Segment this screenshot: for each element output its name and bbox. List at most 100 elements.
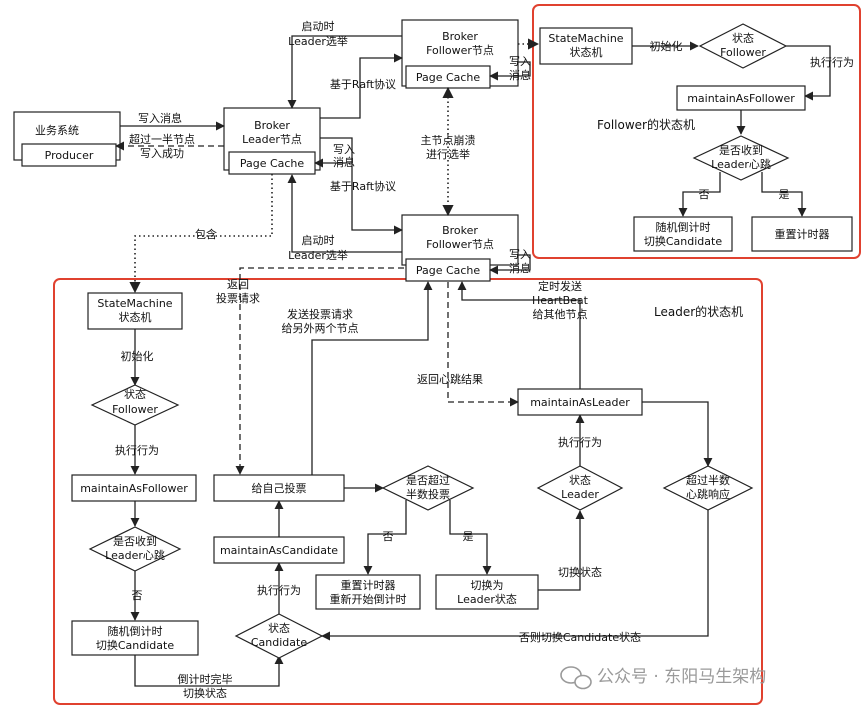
- follower-broker-top-label-1: Broker: [442, 30, 478, 43]
- follower-top-page-cache-label: Page Cache: [416, 71, 481, 84]
- leader-sm-vote-self-box: [213, 474, 345, 502]
- follower-top-write-loop-arrow: [489, 61, 531, 81]
- follower-bottom-write-loop-arrow: [489, 254, 531, 275]
- leader-sm-exec-label: 执行行为: [115, 443, 159, 457]
- leader-sm-switch-state-arrow: [538, 510, 585, 591]
- start-election-bottom-label-2: Leader选举: [288, 248, 348, 262]
- follower-sm-state-label-1: 状态: [732, 31, 754, 45]
- leader-sm-state-leader-diamond: [536, 465, 624, 511]
- write-message-label: 写入消息: [138, 111, 182, 125]
- follower-broker-top-label-2: Follower节点: [426, 44, 494, 57]
- follower-sm-exec-arrow: [786, 45, 831, 101]
- leader-sm-heartbeat-label-2: HeartBeat: [532, 294, 589, 307]
- leader-sm-recv-label-1: 是否收到: [113, 534, 157, 548]
- leader-sm-random-countdown-box: [71, 620, 199, 656]
- leader-sm-countdown-label-1: 倒计时完毕: [178, 672, 233, 686]
- follower-sm-recv-label-2: Leader心跳: [711, 157, 771, 171]
- leader-sm-half-heartbeat-label-1: 超过半数: [686, 473, 730, 487]
- leader-sm-countdown-label-2: 切换状态: [183, 686, 227, 700]
- crash-election-label-1: 主节点崩溃: [421, 133, 476, 147]
- leader-sm-half-vote-label-1: 是否超过: [406, 473, 450, 487]
- follower-sm-recv-heartbeat-diamond: [692, 135, 790, 181]
- leader-write-label-2: 消息: [333, 155, 355, 169]
- leader-broker-label-1: Broker: [254, 119, 290, 132]
- follower-sm-state-follower-diamond: [698, 23, 788, 69]
- leader-sm-maintain-leader-label: maintainAsLeader: [530, 396, 630, 409]
- wechat-icon: [560, 666, 592, 690]
- leader-sm-else-candidate-arrow: [321, 510, 709, 641]
- leader-sm-maintain-candidate-label: maintainAsCandidate: [220, 544, 338, 557]
- contains-link: [129, 174, 273, 294]
- leader-sm-maintain-follower-box: [71, 474, 197, 502]
- start-election-bottom-label-1: 启动时: [302, 234, 335, 247]
- follower-sm-state-machine-label-1: StateMachine: [548, 32, 623, 45]
- producer-box: [21, 143, 117, 167]
- follower-sm-maintain-box: [676, 85, 806, 111]
- start-election-bottom-arrow: [287, 174, 402, 253]
- leader-sm-return-vote-arrow: [235, 267, 404, 475]
- contains-label: 包含: [195, 227, 217, 241]
- start-election-top-arrow: [287, 35, 402, 109]
- leader-sm-send-vote-label-2: 给另外两个节点: [282, 322, 359, 335]
- follower-sm-exec-label: 执行行为: [810, 55, 854, 69]
- leader-sm-leader-to-check-arrow: [642, 401, 713, 467]
- follower-bottom-write-label-1: 写入: [509, 248, 531, 261]
- leader-sm-state-machine-label-1: StateMachine: [97, 297, 172, 310]
- leader-sm-half-vote-yes-arrow: [449, 500, 492, 575]
- crash-election-label-2: 进行选举: [426, 147, 470, 161]
- follower-sm-yes-label: 是: [779, 188, 790, 201]
- follower-sm-recv-label-1: 是否收到: [719, 143, 763, 157]
- leader-sm-return-vote-label-1: 返回: [227, 278, 249, 291]
- leader-sm-heartbeat-label-3: 给其他节点: [533, 308, 588, 321]
- leader-sm-half-vote-yes-label: 是: [463, 530, 474, 543]
- leader-sm-maintain-candidate-box: [213, 536, 345, 564]
- leader-sm-switch-leader-label-2: Leader状态: [457, 592, 517, 606]
- follower-sm-reset-label: 重置计时器: [775, 227, 830, 241]
- follower-broker-bottom-box: [401, 214, 519, 266]
- leader-sm-reset-timer-box: [315, 574, 421, 610]
- leader-sm-heartbeat-arrow: [457, 281, 581, 389]
- business-system-label: 业务系统: [35, 124, 79, 137]
- leader-sm-state-candidate-label-2: Candidate: [251, 636, 307, 649]
- start-election-top-label-2: Leader选举: [288, 34, 348, 48]
- leader-sm-random-label-1: 随机倒计时: [108, 624, 163, 638]
- leader-sm-state-leader-label-2: Leader: [561, 488, 599, 501]
- follower-sm-random-label-1: 随机倒计时: [656, 220, 711, 234]
- leader-sm-reset-label-1: 重置计时器: [341, 578, 396, 592]
- follower-top-write-label-1: 写入: [509, 55, 531, 68]
- write-success-label-2: 写入成功: [140, 147, 184, 160]
- leader-sm-switch-leader-box: [435, 574, 539, 610]
- follower-sm-random-label-2: 切换Candidate: [644, 234, 722, 248]
- follower-state-machine-title: Follower的状态机: [597, 117, 695, 132]
- follower-bottom-page-cache-label: Page Cache: [416, 264, 481, 277]
- leader-sm-init-label: 初始化: [121, 349, 154, 363]
- leader-sm-state-candidate-label-1: 状态: [268, 621, 290, 635]
- leader-sm-state-machine-label-2: 状态机: [119, 310, 152, 324]
- raft-bottom-label: 基于Raft协议: [330, 179, 396, 193]
- leader-sm-half-heartbeat-label-2: 心跳响应: [686, 487, 730, 501]
- leader-sm-else-candidate-label: 否则切换Candidate状态: [519, 630, 641, 644]
- leader-sm-maintain-leader-box: [517, 388, 643, 416]
- leader-sm-half-vote-no-arrow: [363, 500, 407, 575]
- start-election-top-label-1: 启动时: [302, 20, 335, 33]
- leader-sm-half-vote-diamond: [381, 465, 475, 511]
- leader-sm-leader-exec-label: 执行行为: [558, 435, 602, 449]
- leader-sm-state-follower-label-1: 状态: [124, 387, 146, 401]
- leader-sm-heartbeat-label-1: 定时发送: [538, 279, 582, 293]
- leader-sm-half-vote-label-2: 半数投票: [406, 487, 450, 501]
- raft-top-arrow: [320, 53, 403, 119]
- raft-bottom-arrow: [351, 163, 403, 235]
- leader-sm-cand-exec-label: 执行行为: [257, 583, 301, 597]
- leader-sm-maintain-follower-label: maintainAsFollower: [80, 482, 188, 495]
- leader-sm-state-machine-box: [87, 292, 183, 330]
- leader-sm-recv-label-2: Leader心跳: [105, 548, 165, 562]
- leader-sm-state-follower-label-2: Follower: [112, 403, 158, 416]
- leader-sm-countdown-arrow: [134, 655, 284, 687]
- follower-broker-bottom-label-1: Broker: [442, 224, 478, 237]
- follower-sm-state-label-2: Follower: [720, 46, 766, 59]
- leader-sm-state-candidate-diamond: [234, 613, 324, 659]
- leader-sm-return-vote-label-2: 投票请求: [216, 291, 260, 305]
- leader-sm-return-heartbeat-arrow: [447, 282, 519, 407]
- follower-broker-bottom-label-2: Follower节点: [426, 238, 494, 251]
- leader-sm-random-label-2: 切换Candidate: [96, 638, 174, 652]
